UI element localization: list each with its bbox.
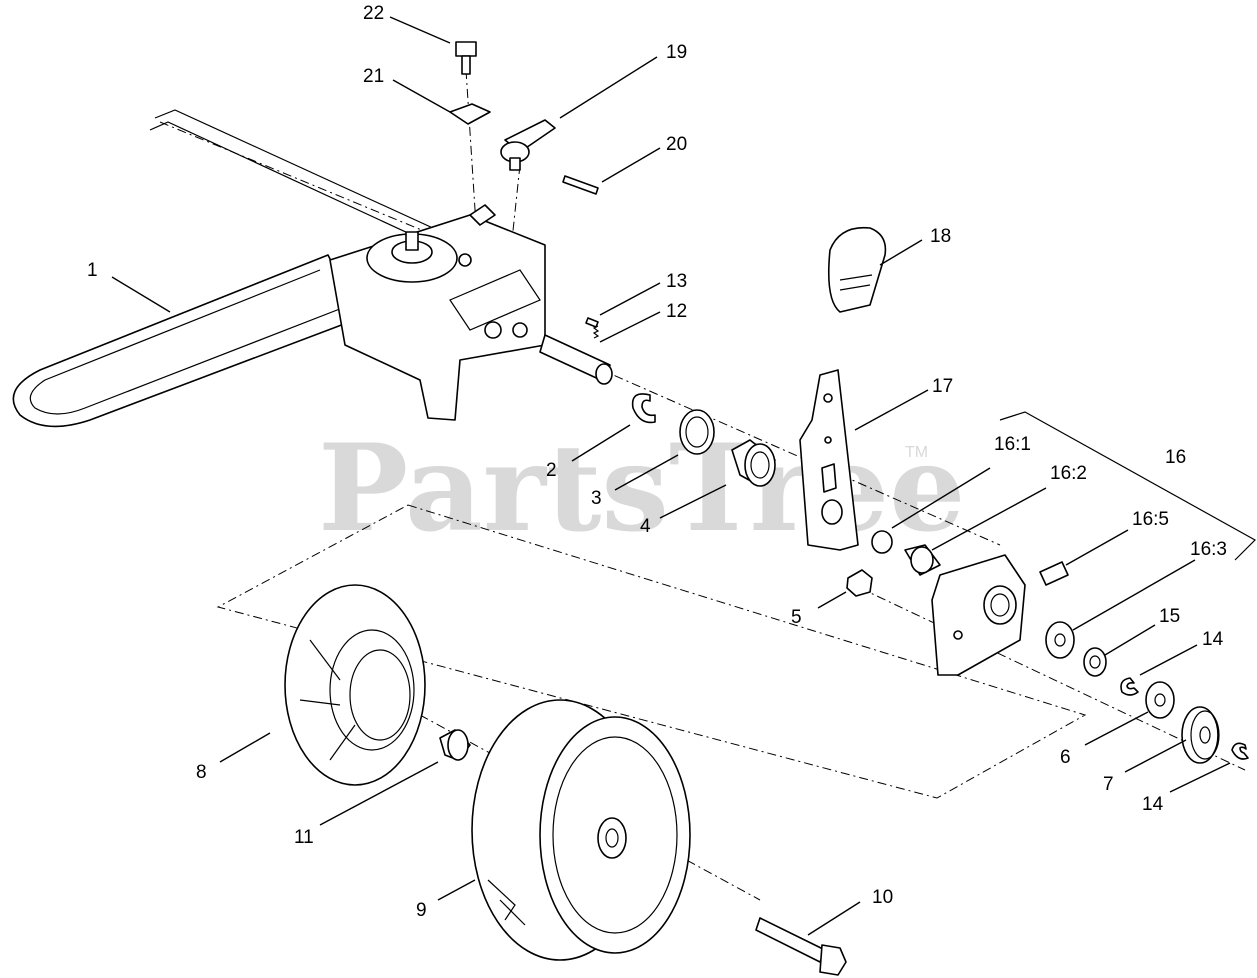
wheel-9-part <box>471 699 691 961</box>
callout-22: 22 <box>363 3 384 24</box>
nut-5-part <box>846 569 873 597</box>
hubcap-8-part <box>284 584 426 786</box>
washer-6-part <box>1145 681 1175 719</box>
watermark-text: PartsTree <box>318 418 965 559</box>
washer-16-3-part <box>1045 621 1075 659</box>
callout-12: 12 <box>666 301 687 322</box>
knob-18-part <box>827 226 887 313</box>
callout-16-2: 16:2 <box>1050 463 1087 484</box>
callout-7: 7 <box>1103 774 1114 795</box>
callout-6: 6 <box>1060 747 1071 768</box>
washer-3-part <box>679 409 715 455</box>
callout-16-3: 16:3 <box>1190 539 1227 560</box>
pin-13-part <box>585 317 599 328</box>
lever-19-part <box>500 119 556 171</box>
pin-16-5-part <box>1039 561 1069 586</box>
washer-15-part <box>1083 647 1107 677</box>
clip-14a-part <box>1120 677 1139 696</box>
callout-4: 4 <box>640 516 651 537</box>
callout-1: 1 <box>87 260 98 281</box>
callout-11: 11 <box>294 827 314 848</box>
drive-cable-part <box>12 109 471 428</box>
callout-20: 20 <box>666 134 687 155</box>
callout-9: 9 <box>416 900 427 921</box>
bushing-4-part <box>731 439 776 487</box>
callout-3: 3 <box>591 488 602 509</box>
callout-16-5: 16:5 <box>1132 509 1169 530</box>
callout-labels: 1 2 3 4 5 6 7 8 9 10 11 12 13 14 14 15 1… <box>87 3 1227 921</box>
gear-7-part <box>1181 706 1220 764</box>
callout-16: 16 <box>1165 447 1186 468</box>
callout-17: 17 <box>932 376 953 397</box>
kit-16-bracket <box>999 411 1256 561</box>
callout-15: 15 <box>1159 606 1180 627</box>
bracket-16-part <box>931 554 1026 676</box>
spacer-16-2-part <box>904 544 941 576</box>
bearing-11-part <box>439 729 471 761</box>
callout-18: 18 <box>930 226 951 247</box>
watermark-trademark: TM <box>905 444 928 461</box>
pin-20-part <box>562 175 599 195</box>
callout-8: 8 <box>196 762 207 783</box>
callout-5: 5 <box>791 607 802 628</box>
spring-12-part <box>592 325 600 339</box>
bracket-21-part <box>449 103 491 125</box>
snap-ring-2-part <box>631 393 656 424</box>
callout-14b: 14 <box>1142 794 1164 815</box>
callout-10: 10 <box>872 887 893 908</box>
washer-16-1-part <box>871 530 893 554</box>
leader-lines <box>111 16 1231 936</box>
bolt-22-part <box>455 41 477 75</box>
callout-19: 19 <box>666 42 687 63</box>
transmission-part <box>329 204 546 421</box>
callout-16-1: 16:1 <box>994 434 1031 455</box>
axle-end-icon <box>595 363 613 385</box>
bolt-10-part <box>755 917 847 976</box>
callout-13: 13 <box>666 271 687 292</box>
callout-21: 21 <box>363 66 384 87</box>
height-plate-17-part <box>799 369 859 551</box>
callout-14a: 14 <box>1202 629 1224 650</box>
clip-14b-part <box>1231 742 1249 760</box>
callout-2: 2 <box>546 460 557 481</box>
